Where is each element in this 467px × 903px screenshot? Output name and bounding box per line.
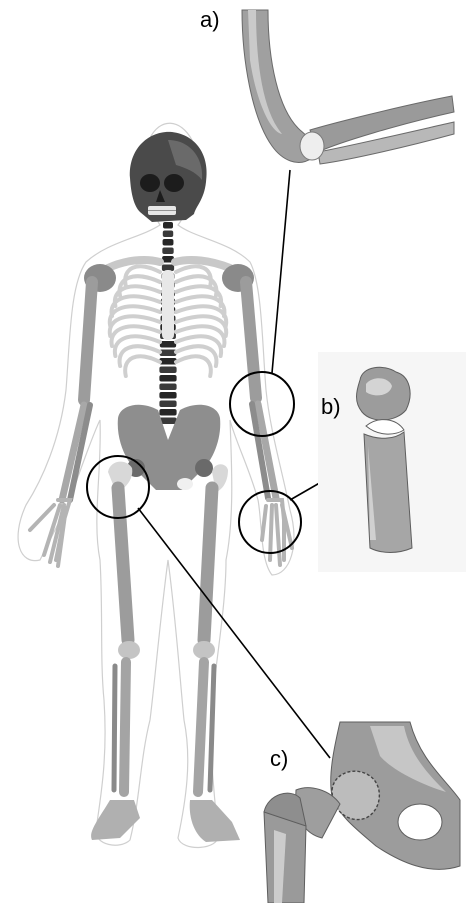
left-foot — [91, 800, 140, 840]
right-arm — [246, 282, 292, 565]
right-tibia — [198, 662, 204, 792]
vertebra — [159, 392, 176, 399]
vertebra — [160, 341, 176, 348]
vertebra — [159, 358, 176, 365]
right-eye-socket — [164, 174, 184, 192]
vertebra — [163, 231, 173, 238]
pelvis — [118, 405, 221, 490]
vertebra — [163, 222, 173, 229]
left-arm — [30, 282, 92, 566]
left-patella — [118, 641, 140, 659]
vertebra — [159, 375, 176, 382]
leader-line-c — [138, 508, 330, 758]
label-c: c) — [270, 746, 288, 771]
left-eye-socket — [140, 174, 160, 192]
vertebra — [160, 350, 177, 357]
vertebra — [159, 401, 176, 408]
left-fibula — [114, 666, 115, 790]
right-rib — [176, 356, 211, 376]
detail-c-femoral-head — [332, 771, 379, 819]
detail-c-femur-shaft — [264, 812, 306, 903]
left-femur — [118, 488, 128, 640]
leader-line-a — [272, 170, 290, 373]
left-hand — [30, 500, 70, 566]
skull — [130, 132, 207, 222]
right-hand — [262, 500, 292, 565]
detail-a-elbow-joint: a) — [200, 7, 454, 164]
left-humerus — [84, 282, 92, 400]
right-acetabulum — [195, 459, 213, 477]
detail-b-wrist-joint: b) — [318, 352, 466, 572]
pubic-opening — [177, 478, 193, 490]
label-a: a) — [200, 7, 220, 32]
sternum — [162, 270, 174, 340]
right-humerus — [246, 282, 256, 398]
right-leg — [190, 464, 240, 842]
vertebra — [163, 239, 174, 246]
vertebra — [159, 384, 176, 391]
right-femur — [204, 488, 212, 640]
detail-c-obturator-foramen — [398, 804, 442, 840]
vertebra — [162, 248, 173, 255]
left-tibia — [124, 662, 126, 792]
left-rib — [125, 356, 160, 376]
right-patella — [193, 641, 215, 659]
detail-c-hip-joint: c) — [264, 722, 460, 903]
vertebra — [159, 409, 176, 416]
right-fibula — [210, 666, 214, 790]
detail-a-joint-surface — [300, 132, 324, 160]
vertebra — [159, 367, 176, 374]
right-foot — [190, 800, 240, 842]
label-b: b) — [321, 394, 341, 419]
